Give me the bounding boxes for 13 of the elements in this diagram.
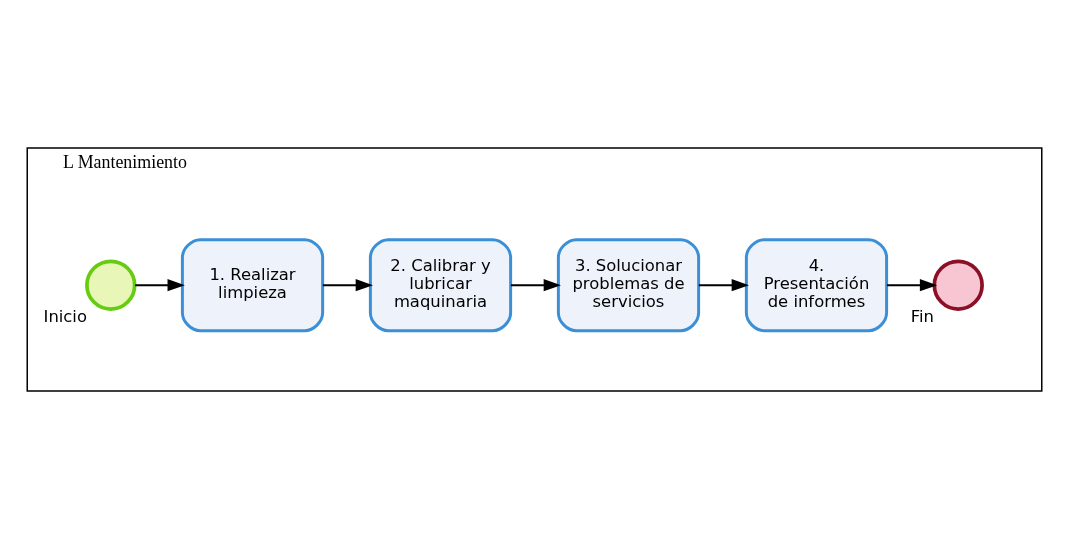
- node-label: Inicio: [43, 307, 87, 327]
- arrow: [697, 279, 749, 292]
- node-box: 2. Calibrar y lubricar maquinaria: [368, 238, 513, 333]
- node-box: 3. Solucionar problemas de servicios: [556, 238, 701, 333]
- arrow: [886, 279, 938, 292]
- node-circle: [85, 259, 137, 311]
- arrow: [321, 279, 373, 292]
- node-box: 1. Realizar limpieza: [180, 238, 325, 333]
- arrow: [134, 279, 185, 292]
- node-label: Fin: [910, 307, 935, 327]
- node-circle: [932, 259, 984, 311]
- arrow: [509, 279, 561, 292]
- node-box: 4. Presentación de informes: [744, 238, 889, 333]
